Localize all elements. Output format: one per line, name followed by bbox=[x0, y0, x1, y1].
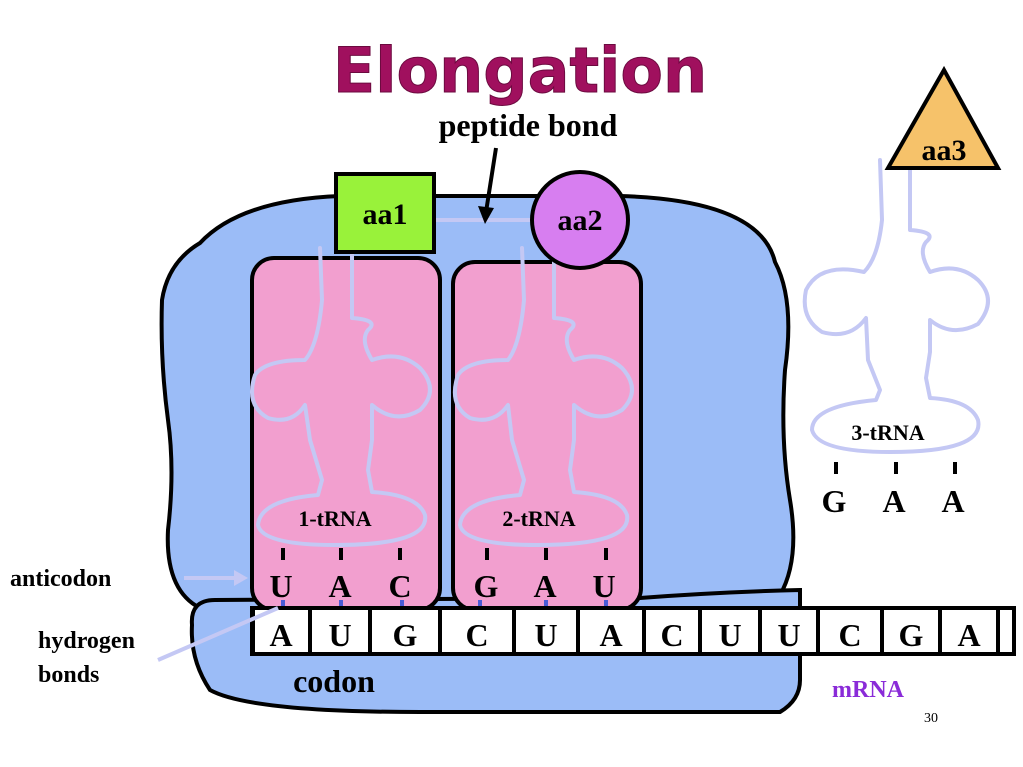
anticodon-base: G bbox=[822, 483, 847, 519]
mrna-base: C bbox=[465, 617, 488, 653]
mrna-base: G bbox=[899, 617, 924, 653]
page-title: Elongation bbox=[333, 34, 707, 107]
mrna-base: A bbox=[957, 617, 980, 653]
anticodon-base: A bbox=[941, 483, 964, 519]
aa2-circle bbox=[530, 170, 630, 270]
anticodon-base: G bbox=[474, 568, 499, 604]
anticodon-base: A bbox=[882, 483, 905, 519]
trna-3-outline bbox=[802, 158, 990, 454]
peptide-bond-label: peptide bond bbox=[439, 107, 618, 143]
mrna-base: A bbox=[269, 617, 292, 653]
peptide-bond-arrow bbox=[484, 147, 498, 213]
hydrogen-bonds-pointer bbox=[157, 606, 279, 662]
mrna-base: C bbox=[838, 617, 861, 653]
anticodon-base: A bbox=[328, 568, 351, 604]
mrna-base: G bbox=[393, 617, 418, 653]
anticodon-base: A bbox=[533, 568, 556, 604]
p-site-panel bbox=[250, 256, 442, 612]
mrna-strand bbox=[250, 606, 1016, 656]
anticodon-pointer-head bbox=[234, 570, 248, 586]
anticodon-base: C bbox=[388, 568, 411, 604]
trna-3-label: 3-tRNA bbox=[851, 420, 924, 445]
mrna-base: C bbox=[660, 617, 683, 653]
mrna-base: A bbox=[599, 617, 622, 653]
anticodon-base: U bbox=[269, 568, 292, 604]
aa1-box bbox=[334, 172, 436, 254]
hydrogen-bonds-label-line2: bonds bbox=[38, 662, 99, 688]
aa2-label: aa2 bbox=[558, 204, 603, 237]
trna-1-outline bbox=[250, 246, 432, 547]
anticodon-label: anticodon bbox=[10, 566, 111, 592]
slide-number: 30 bbox=[924, 711, 938, 726]
mrna-base: U bbox=[718, 617, 741, 653]
anticodon-base: U bbox=[592, 568, 615, 604]
aa3-triangle bbox=[884, 65, 1002, 170]
mrna-base: U bbox=[534, 617, 557, 653]
peptide-bond-arrowhead bbox=[478, 206, 494, 224]
aa3-label: aa3 bbox=[922, 134, 967, 167]
hydrogen-bonds-label-line1: hydrogen bbox=[38, 628, 135, 654]
mrna-base: U bbox=[328, 617, 351, 653]
trna-1-label: 1-tRNA bbox=[298, 506, 371, 531]
mrna-base: U bbox=[777, 617, 800, 653]
codon-label: codon bbox=[293, 663, 375, 699]
aa1-label: aa1 bbox=[363, 198, 408, 231]
trna-2-label: 2-tRNA bbox=[502, 506, 575, 531]
mrna-label: mRNA bbox=[832, 677, 905, 703]
trna-2-outline bbox=[453, 246, 634, 547]
